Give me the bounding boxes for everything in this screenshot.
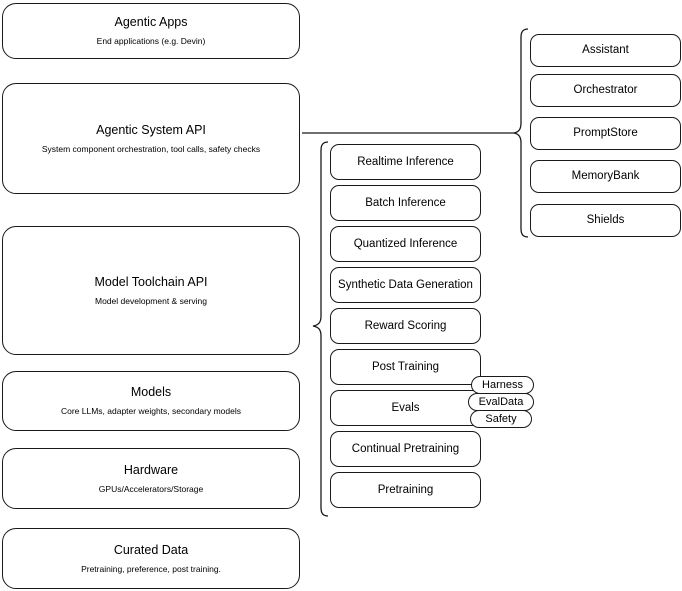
stack-layer-models[interactable]: Models Core LLMs, adapter weights, secon… [2,371,300,431]
evals-badge-harness[interactable]: Harness [471,376,534,394]
toolchain-capability-label: Continual Pretraining [351,442,460,455]
toolchain-capability-reward-scoring[interactable]: Reward Scoring [330,308,481,344]
evals-badge-evaldata[interactable]: EvalData [468,393,534,411]
toolchain-capability-label: Reward Scoring [364,319,447,332]
stack-layer-title: Hardware [123,462,179,477]
stack-layer-subtitle: Model development & serving [95,295,207,306]
brace-toolchain-capabilities [312,141,329,517]
system-component-label: PromptStore [573,127,638,140]
system-component-promptstore[interactable]: PromptStore [530,117,681,150]
stack-layer-subtitle: System component orchestration, tool cal… [41,143,261,154]
toolchain-capability-label: Evals [391,401,420,414]
stack-layer-agentic-system-api[interactable]: Agentic System API System component orch… [2,83,300,194]
evals-badge-label: Safety [485,412,517,425]
stack-layer-subtitle: GPUs/Accelerators/Storage [98,483,204,494]
system-component-label: MemoryBank [571,170,640,183]
system-component-label: Orchestrator [573,84,638,97]
stack-layer-model-toolchain-api[interactable]: Model Toolchain API Model development & … [2,226,300,355]
toolchain-capability-label: Synthetic Data Generation [338,278,473,291]
toolchain-capability-label: Post Training [371,360,440,373]
toolchain-capability-label: Batch Inference [365,196,446,209]
stack-layer-subtitle: Core LLMs, adapter weights, secondary mo… [60,406,241,416]
system-component-assistant[interactable]: Assistant [530,34,681,67]
toolchain-capability-realtime-inference[interactable]: Realtime Inference [330,144,481,180]
stack-layer-title: Curated Data [113,542,189,557]
toolchain-capability-post-training[interactable]: Post Training [330,349,481,385]
stack-layer-subtitle: End applications (e.g. Devin) [96,36,206,46]
toolchain-capability-pretraining[interactable]: Pretraining [330,472,481,508]
stack-layer-hardware[interactable]: Hardware GPUs/Accelerators/Storage [2,448,300,509]
toolchain-capability-label: Quantized Inference [353,237,458,250]
brace-system-components [513,28,529,238]
evals-badge-label: Harness [482,378,523,391]
toolchain-capability-evals[interactable]: Evals [330,390,481,426]
toolchain-capability-quantized-inference[interactable]: Quantized Inference [330,226,481,262]
system-component-label: Shields [586,214,625,227]
system-component-shields[interactable]: Shields [530,204,681,237]
toolchain-capability-label: Pretraining [377,483,434,496]
stack-layer-title: Models [130,385,172,400]
evals-badge-label: EvalData [478,395,524,408]
stack-layer-curated-data[interactable]: Curated Data Pretraining, preference, po… [2,528,300,589]
toolchain-capability-continual-pretraining[interactable]: Continual Pretraining [330,431,481,467]
stack-layer-title: Agentic System API [96,122,206,137]
stack-layer-title: Agentic Apps [114,15,188,30]
system-component-label: Assistant [582,44,629,57]
stack-layer-agentic-apps[interactable]: Agentic Apps End applications (e.g. Devi… [2,3,300,59]
stack-layer-subtitle: Pretraining, preference, post training. [81,563,221,574]
toolchain-capability-synthetic-data-generation[interactable]: Synthetic Data Generation [330,267,481,303]
stack-layer-title: Model Toolchain API [94,274,208,289]
system-component-memorybank[interactable]: MemoryBank [530,160,681,193]
evals-badge-safety[interactable]: Safety [470,410,532,428]
system-component-orchestrator[interactable]: Orchestrator [530,74,681,107]
toolchain-capability-batch-inference[interactable]: Batch Inference [330,185,481,221]
toolchain-capability-label: Realtime Inference [357,155,454,168]
